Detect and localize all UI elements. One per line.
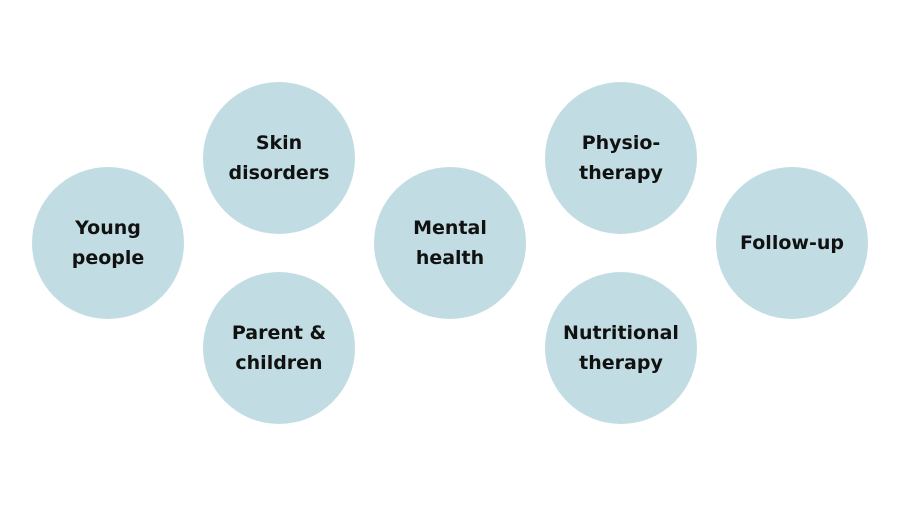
node-label-line: Follow-up — [740, 232, 844, 254]
node-physiotherapy: Physio- therapy — [545, 82, 697, 234]
node-label-line: therapy — [579, 162, 663, 184]
node-label-line: disorders — [228, 162, 330, 184]
node-label-line: children — [235, 352, 323, 374]
node-label-line: Young — [75, 217, 141, 239]
node-young-people: Young people — [32, 167, 184, 319]
node-skin-disorders: Skin disorders — [203, 82, 355, 234]
node-label-line: health — [415, 247, 485, 269]
node-label-line: people — [71, 247, 145, 269]
node-label-line: Skin — [255, 132, 303, 154]
node-label-line: Nutritional — [563, 322, 679, 344]
node-parent-children: Parent & children — [203, 272, 355, 424]
node-label-line: therapy — [579, 352, 663, 374]
node-mental-health: Mental health — [374, 167, 526, 319]
node-label-line: Parent & — [231, 322, 327, 344]
node-follow-up: Follow-up — [716, 167, 868, 319]
node-label-line: Physio- — [581, 132, 661, 154]
node-nutritional-therapy: Nutritional therapy — [545, 272, 697, 424]
node-label-line: Mental — [413, 217, 487, 239]
